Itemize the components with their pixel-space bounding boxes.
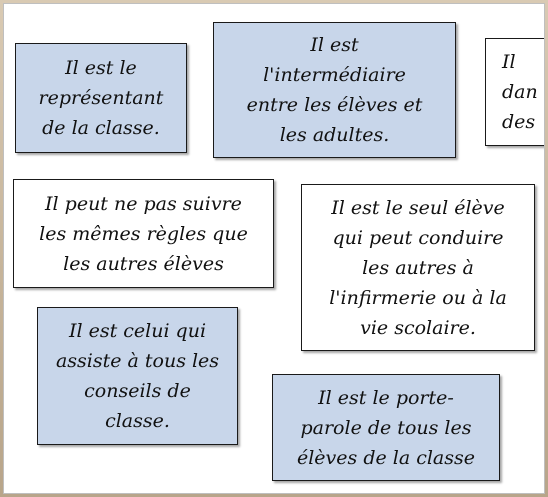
card-intermediaire-text: Il est l'intermédiaire entre les élèves …: [246, 34, 423, 146]
card-porte-parole-text: Il est le porte- parole de tous les élèv…: [296, 386, 475, 469]
card-regles[interactable]: Il peut ne pas suivre les mêmes règles q…: [13, 179, 274, 288]
card-conseils-text: Il est celui qui assiste à tous les cons…: [55, 320, 220, 432]
card-regles-text: Il peut ne pas suivre les mêmes règles q…: [39, 192, 248, 275]
card-partial-right-text: Il dan des: [502, 51, 538, 133]
card-infirmerie[interactable]: Il est le seul élève qui peut conduire l…: [301, 184, 535, 351]
card-representant[interactable]: Il est le représentant de la classe.: [15, 43, 187, 153]
card-porte-parole[interactable]: Il est le porte- parole de tous les élèv…: [272, 374, 500, 481]
card-intermediaire[interactable]: Il est l'intermédiaire entre les élèves …: [213, 22, 456, 158]
worksheet-page: Il est le représentant de la classe. Il …: [4, 4, 544, 493]
card-conseils[interactable]: Il est celui qui assiste à tous les cons…: [37, 307, 238, 445]
card-representant-text: Il est le représentant de la classe.: [38, 57, 164, 139]
card-partial-right[interactable]: Il dan des: [485, 38, 544, 146]
card-infirmerie-text: Il est le seul élève qui peut conduire l…: [329, 196, 507, 339]
